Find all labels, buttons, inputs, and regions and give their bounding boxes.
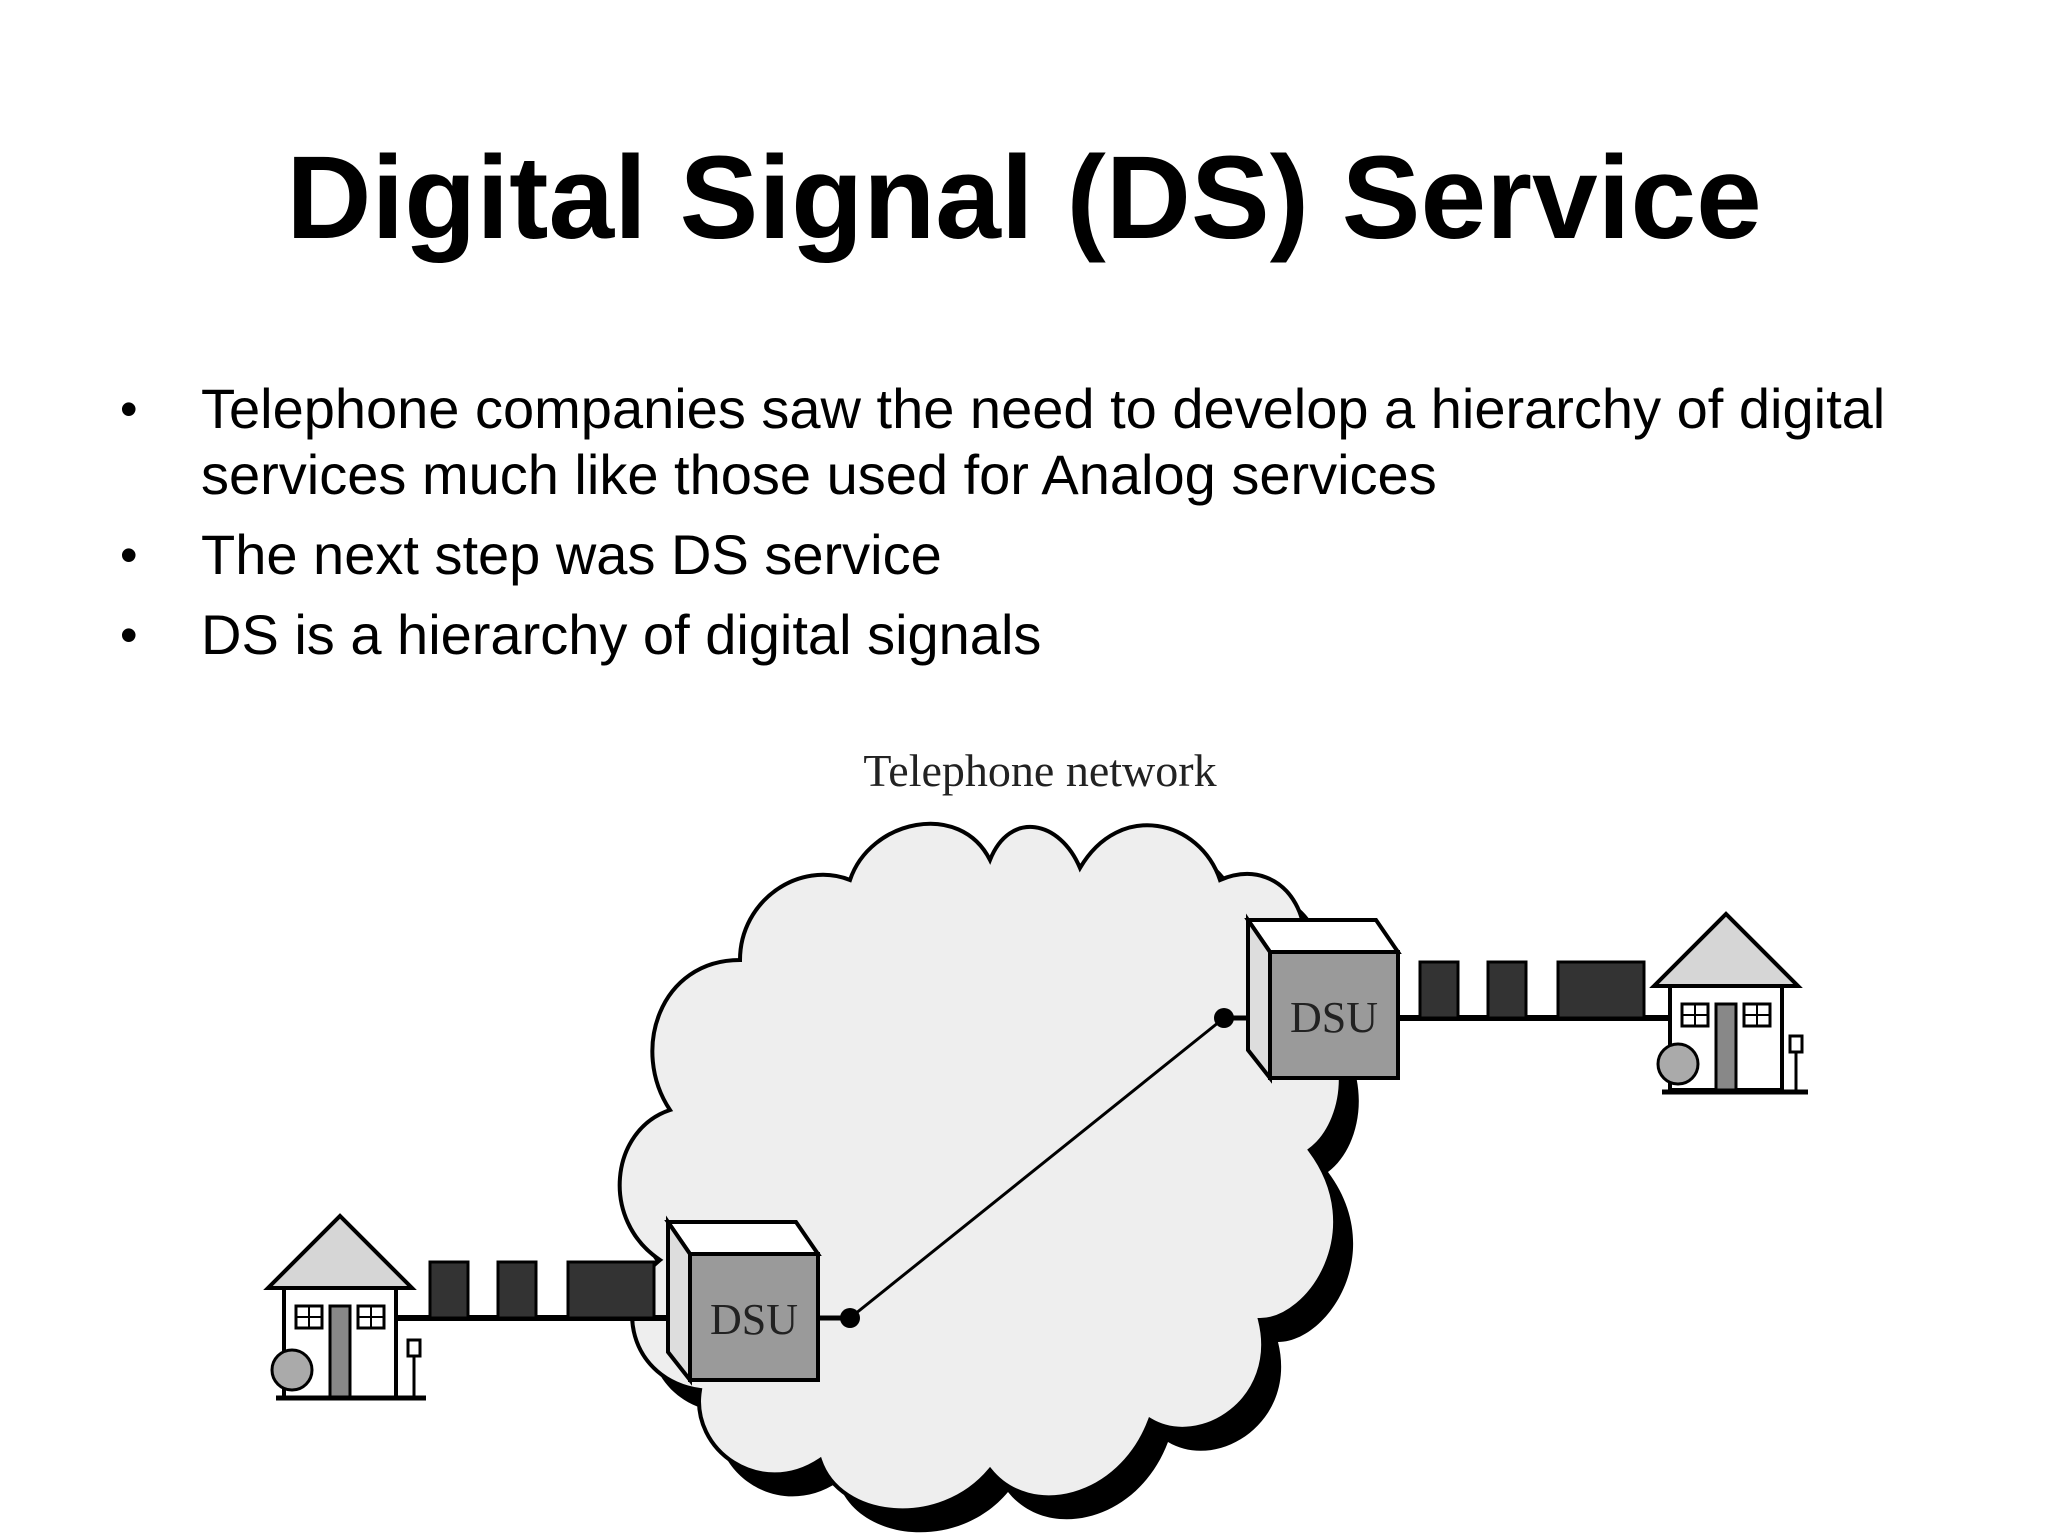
left-dsu: DSU <box>664 1215 822 1386</box>
left-dsu-side <box>666 1215 692 1386</box>
right-house-roof <box>1649 911 1803 988</box>
right-dsu-label: DSU <box>1290 993 1378 1042</box>
left-house-bush <box>270 1348 314 1392</box>
bullet-marker: • <box>120 607 138 663</box>
left-pulse <box>566 1260 656 1320</box>
right-pulse <box>1556 960 1646 1020</box>
right-house-door <box>1714 1002 1738 1092</box>
bullet-text: DS is a hierarchy of digital signals <box>201 603 1042 666</box>
network-label: Telephone network <box>863 745 1216 796</box>
bullet-marker: • <box>120 527 138 583</box>
right-dsu-top <box>1244 918 1402 954</box>
left-house-icon <box>263 1213 426 1401</box>
right-dsu-front <box>1268 950 1400 1080</box>
left-pulse <box>428 1260 470 1320</box>
right-house-bush <box>1656 1042 1700 1086</box>
left-dsu-top <box>664 1220 822 1256</box>
bullet-text: Telephone companies saw the need to deve… <box>201 377 1886 506</box>
left-dsu-front <box>688 1252 820 1382</box>
right-dsu-side <box>1246 913 1272 1084</box>
right-dsu: DSU <box>1244 913 1402 1084</box>
left-dsu-label: DSU <box>710 1295 798 1344</box>
telephone-network-cloud <box>617 821 1343 1513</box>
bullet-item: • DS is a hierarchy of digital signals <box>0 602 2048 668</box>
left-house-roof <box>263 1213 417 1290</box>
bullet-item: • The next step was DS service <box>0 522 2048 588</box>
right-pulse <box>1486 960 1528 1020</box>
left-mailbox <box>406 1338 422 1358</box>
left-house-door <box>328 1304 352 1400</box>
bullet-list: • Telephone companies saw the need to de… <box>0 376 2048 682</box>
right-house-icon <box>1649 911 1808 1095</box>
bullet-item: • Telephone companies saw the need to de… <box>0 376 2048 508</box>
right-mailbox <box>1788 1034 1804 1054</box>
bullet-marker: • <box>120 381 138 437</box>
left-pulse <box>496 1260 538 1320</box>
right-pulse <box>1418 960 1460 1020</box>
network-link <box>849 1016 1225 1320</box>
slide-title: Digital Signal (DS) Service <box>286 132 1762 264</box>
bullet-text: The next step was DS service <box>201 523 942 586</box>
